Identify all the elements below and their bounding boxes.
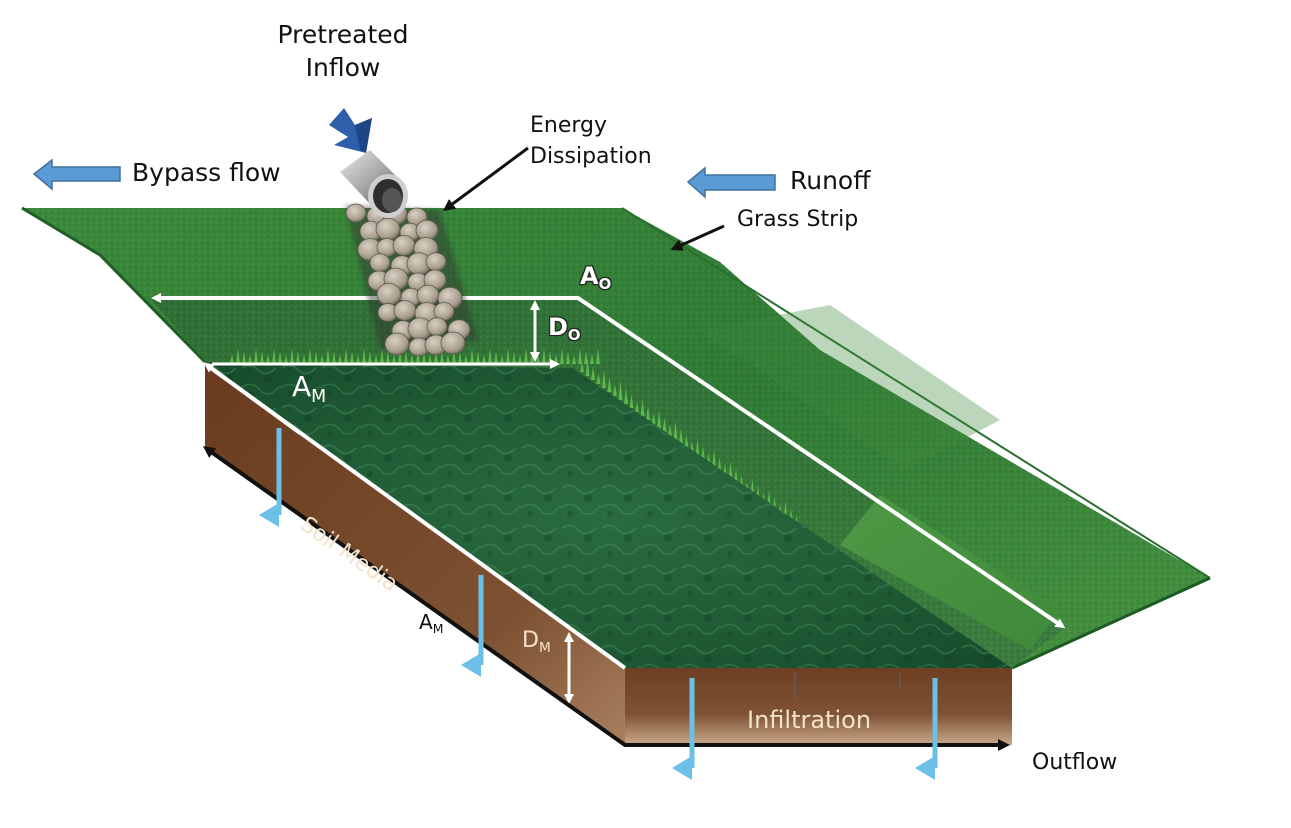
infiltration-label: Infiltration xyxy=(747,706,872,734)
area-overflow-sub: O xyxy=(598,275,612,294)
depth-media-main: D xyxy=(522,628,539,653)
rock xyxy=(369,253,391,273)
rock xyxy=(392,235,416,256)
outflow-label: Outflow xyxy=(1032,750,1118,775)
area-media-side-main: A xyxy=(419,610,433,634)
area-overflow-label: AO xyxy=(580,262,612,294)
bypass-flow-label: Bypass flow xyxy=(132,158,281,187)
rock xyxy=(375,217,401,241)
inflow-pipe xyxy=(340,150,408,218)
energy-dissipation-pointer xyxy=(442,146,529,211)
bypass-flow-arrow-icon xyxy=(32,158,121,191)
outflow-arrow xyxy=(202,446,1010,751)
runoff-arrow-icon xyxy=(686,166,776,199)
infiltration-arrows xyxy=(259,428,938,780)
area-media-top-label: AM xyxy=(292,370,326,407)
area-media-side-label: AM xyxy=(419,610,444,637)
rock xyxy=(345,203,367,223)
rock xyxy=(426,317,448,337)
grass-strip-label: Grass Strip xyxy=(737,207,859,232)
depth-overflow-sub: O xyxy=(567,326,581,345)
depth-media-label: DM xyxy=(522,628,551,656)
area-media-top-sub: M xyxy=(311,387,327,408)
energy-dissipation-line-1: Energy xyxy=(530,113,608,138)
pretreated-inflow-line-1: Pretreated xyxy=(277,20,409,49)
runoff-label: Runoff xyxy=(790,166,871,195)
energy-dissipation-rocks xyxy=(345,202,478,357)
energy-dissipation-label: Energy Dissipation xyxy=(530,110,652,172)
rock xyxy=(393,300,417,321)
callout-lines xyxy=(442,146,725,251)
depth-overflow-label: DO xyxy=(548,313,581,345)
rock xyxy=(440,331,466,355)
energy-dissipation-line-2: Dissipation xyxy=(530,144,652,169)
area-overflow-main: A xyxy=(580,262,599,290)
depth-media-sub: M xyxy=(538,639,551,656)
inflow-arrow-icon xyxy=(329,108,372,153)
rock xyxy=(376,282,402,306)
rock xyxy=(384,332,410,356)
area-media-top-main: A xyxy=(292,370,312,403)
rock xyxy=(425,252,447,272)
pretreated-inflow-label: Pretreated Inflow xyxy=(258,18,428,84)
area-media-side-sub: M xyxy=(432,621,444,637)
grass-strip-pointer xyxy=(670,224,725,251)
pretreated-inflow-line-2: Inflow xyxy=(305,53,381,82)
depth-overflow-main: D xyxy=(548,313,568,341)
